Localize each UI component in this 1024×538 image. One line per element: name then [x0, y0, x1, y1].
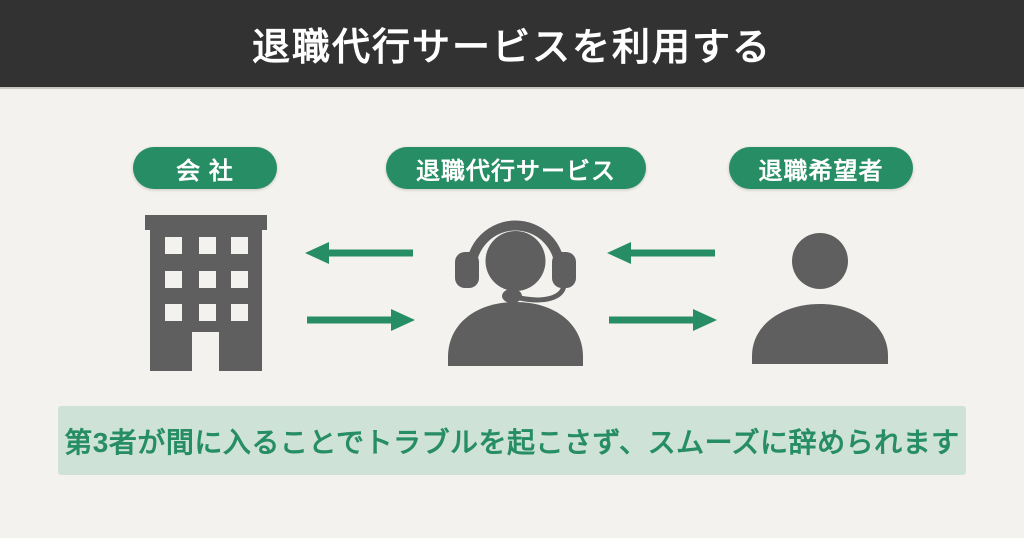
label-agency: 退職代行サービス	[386, 147, 646, 189]
arrow-applicant-to-agency	[607, 242, 715, 264]
headset-agent-icon	[448, 220, 583, 366]
note-text: 第3者が間に入ることでトラブルを起こさず、スムーズに辞められます	[64, 426, 960, 458]
label-agency-text: 退職代行サービス	[416, 157, 616, 185]
page-title: 退職代行サービスを利用する	[251, 27, 772, 69]
person-icon	[752, 233, 888, 364]
arrow-company-to-agency	[307, 309, 415, 331]
arrow-agency-to-applicant	[609, 309, 717, 331]
label-company-text: 会 社	[176, 157, 234, 185]
building-icon	[145, 215, 267, 371]
label-company: 会 社	[133, 147, 277, 189]
arrow-agency-to-company	[305, 242, 413, 264]
header-bar: 退職代行サービスを利用する	[0, 0, 1024, 89]
label-applicant-text: 退職希望者	[758, 157, 884, 185]
note-banner: 第3者が間に入ることでトラブルを起こさず、スムーズに辞められます	[58, 406, 966, 475]
label-applicant: 退職希望者	[729, 147, 913, 189]
